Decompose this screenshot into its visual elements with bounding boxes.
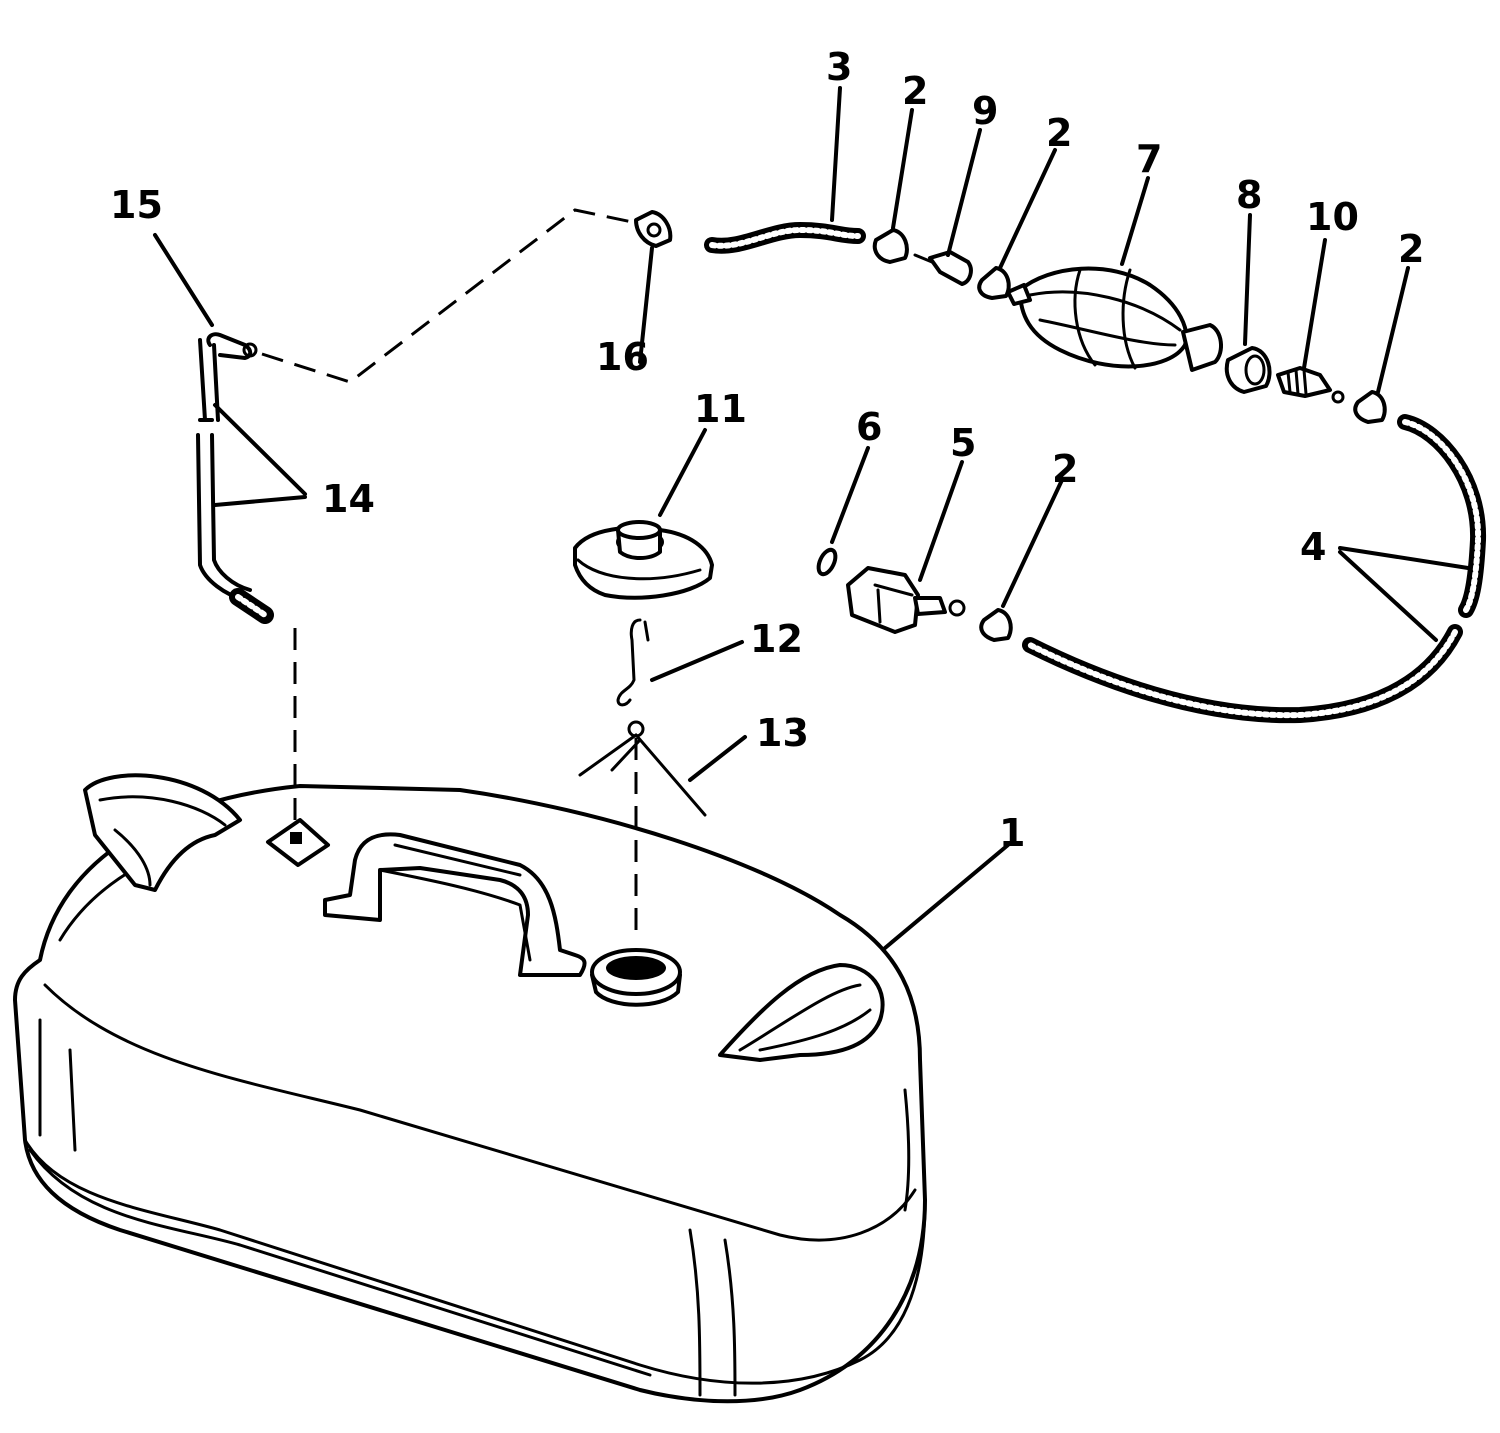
callout-7: 7 <box>1136 137 1163 181</box>
callout-2a: 2 <box>902 69 929 113</box>
callout-2d: 2 <box>1052 447 1079 491</box>
callout-4: 4 <box>1300 525 1327 569</box>
fuel-tank <box>13 773 927 1404</box>
hose-4 <box>1022 414 1487 724</box>
valve-10 <box>1276 366 1345 404</box>
callout-15: 15 <box>110 183 163 227</box>
callout-10: 10 <box>1306 195 1359 239</box>
valve-9 <box>913 250 973 286</box>
callout-11: 11 <box>694 387 747 431</box>
pickup-tube <box>196 332 274 624</box>
callout-3: 3 <box>826 45 853 89</box>
callout-8: 8 <box>1236 173 1263 217</box>
callout-14: 14 <box>322 477 375 521</box>
hose-3 <box>704 221 866 254</box>
assembly-lines <box>261 208 638 940</box>
leader-lines <box>153 86 1470 950</box>
fitting-16 <box>634 210 673 248</box>
callout-1: 1 <box>999 811 1026 855</box>
callout-6: 6 <box>856 405 883 449</box>
fuel-cap <box>573 520 714 600</box>
cap-chain <box>578 618 707 817</box>
callout-5: 5 <box>950 421 977 465</box>
fuel-connector <box>816 547 966 634</box>
ring-8 <box>1224 346 1272 394</box>
callout-12: 12 <box>750 617 803 661</box>
callout-9: 9 <box>972 89 999 133</box>
primer-bulb <box>1006 266 1223 372</box>
callout-2b: 2 <box>1046 111 1073 155</box>
callout-2c: 2 <box>1398 227 1425 271</box>
callout-13: 13 <box>756 711 809 755</box>
callout-16: 16 <box>596 335 649 379</box>
clamps <box>872 228 1387 642</box>
